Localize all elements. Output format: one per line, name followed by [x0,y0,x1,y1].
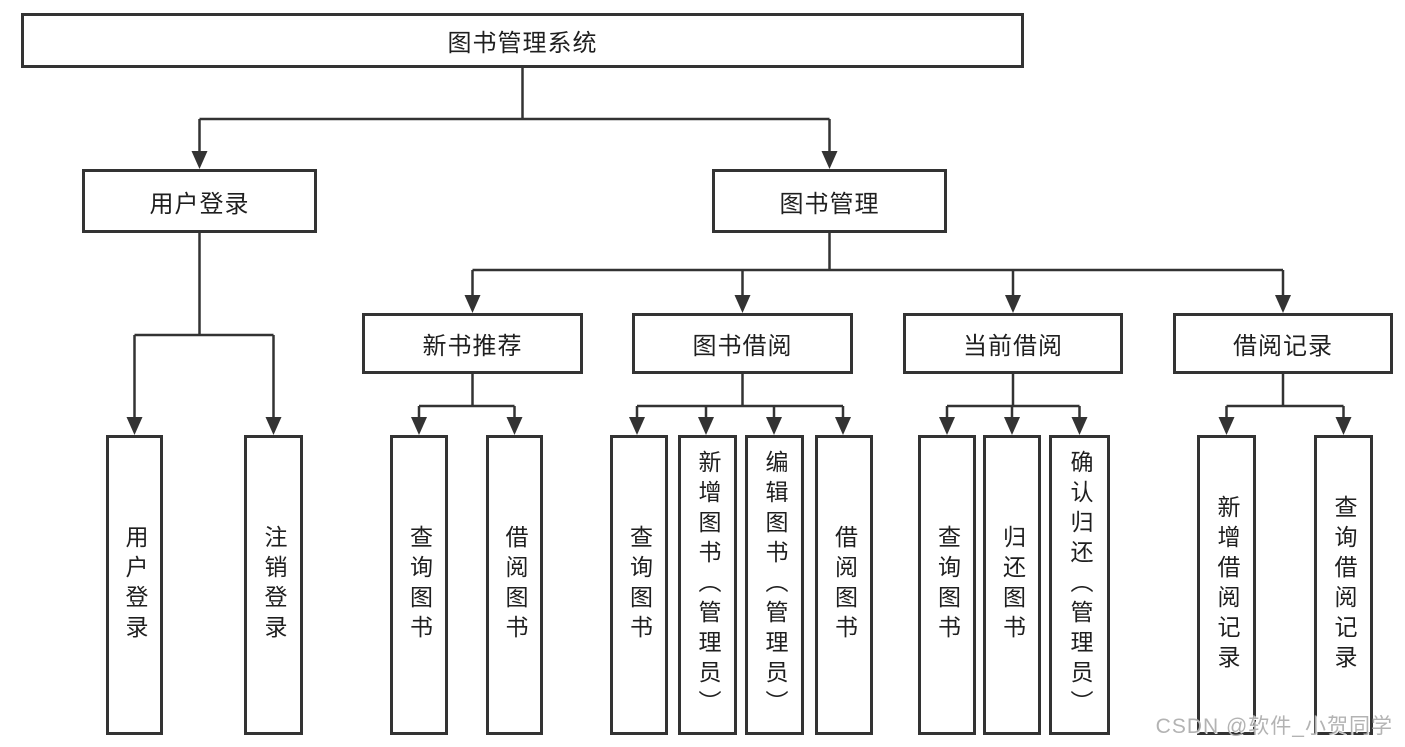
arrow-down-icon [265,417,282,435]
arrow-down-icon [1275,295,1291,313]
node-label: 查询图书 [934,525,961,645]
arrow-down-icon [1071,417,1088,435]
arrow-down-icon [1218,417,1235,435]
arrow-down-icon [698,417,714,435]
node-label: 新增图书（管理员） [695,450,721,720]
node-label: 查询图书 [626,525,653,645]
node-label: 图书管理 [779,190,880,218]
node-label: 编辑图书（管理员） [762,450,788,720]
node-label: 归还图书 [999,525,1026,645]
arrow-down-icon [835,417,851,435]
node-label: 借阅记录 [1233,333,1333,360]
node-label: 当前借阅 [963,333,1063,360]
node-label: 用户登录 [149,190,250,218]
arrow-down-icon [766,417,782,435]
node-label: 图书借阅 [692,333,793,360]
arrow-down-icon [506,417,523,435]
arrow-down-icon [734,295,751,313]
node-query-books-2: 查询图书 [610,435,668,735]
node-query-borrow-record: 查询借阅记录 [1314,435,1373,735]
node-label: 查询图书 [406,525,433,645]
node-label: 确认归还（管理员） [1067,450,1093,720]
node-new-book-recommendation: 新书推荐 [362,313,583,374]
arrow-down-icon [821,151,838,169]
node-user-login: 用户登录 [106,435,163,735]
node-label: 新增借阅记录 [1214,495,1240,675]
node-query-books-1: 查询图书 [390,435,448,735]
watermark: CSDN @软件_小贺同学 [1155,715,1393,738]
arrow-down-icon [1004,417,1020,435]
node-library-management-system: 图书管理系统 [21,13,1024,68]
node-label: 借阅图书 [502,525,528,645]
arrow-down-icon [939,417,955,435]
arrow-down-icon [126,417,143,435]
node-borrow-books-1: 借阅图书 [486,435,543,735]
node-return-books: 归还图书 [983,435,1041,735]
node-borrow-books-2: 借阅图书 [815,435,873,735]
node-label: 借阅图书 [831,525,858,645]
node-borrowing-records: 借阅记录 [1173,313,1393,374]
arrow-down-icon [629,417,645,435]
node-confirm-return-admin: 确认归还（管理员） [1049,435,1110,735]
node-label: 用户登录 [122,525,148,645]
node-label: 新书推荐 [422,333,523,360]
node-label: 图书管理系统 [447,30,598,57]
arrow-down-icon [1005,295,1021,313]
node-book-management: 图书管理 [712,169,947,233]
arrow-down-icon [464,295,481,313]
node-label: 查询借阅记录 [1331,495,1357,675]
node-book-borrowing: 图书借阅 [632,313,853,374]
node-add-borrow-record: 新增借阅记录 [1197,435,1256,735]
node-edit-books-admin: 编辑图书（管理员） [745,435,804,735]
node-query-books-3: 查询图书 [918,435,976,735]
node-current-borrowing: 当前借阅 [903,313,1123,374]
node-add-books-admin: 新增图书（管理员） [678,435,737,735]
node-label: 注销登录 [261,525,287,645]
arrow-down-icon [1335,417,1352,435]
arrow-down-icon [411,417,427,435]
node-user-login-group: 用户登录 [82,169,317,233]
arrow-down-icon [191,151,208,169]
node-logout: 注销登录 [244,435,303,735]
